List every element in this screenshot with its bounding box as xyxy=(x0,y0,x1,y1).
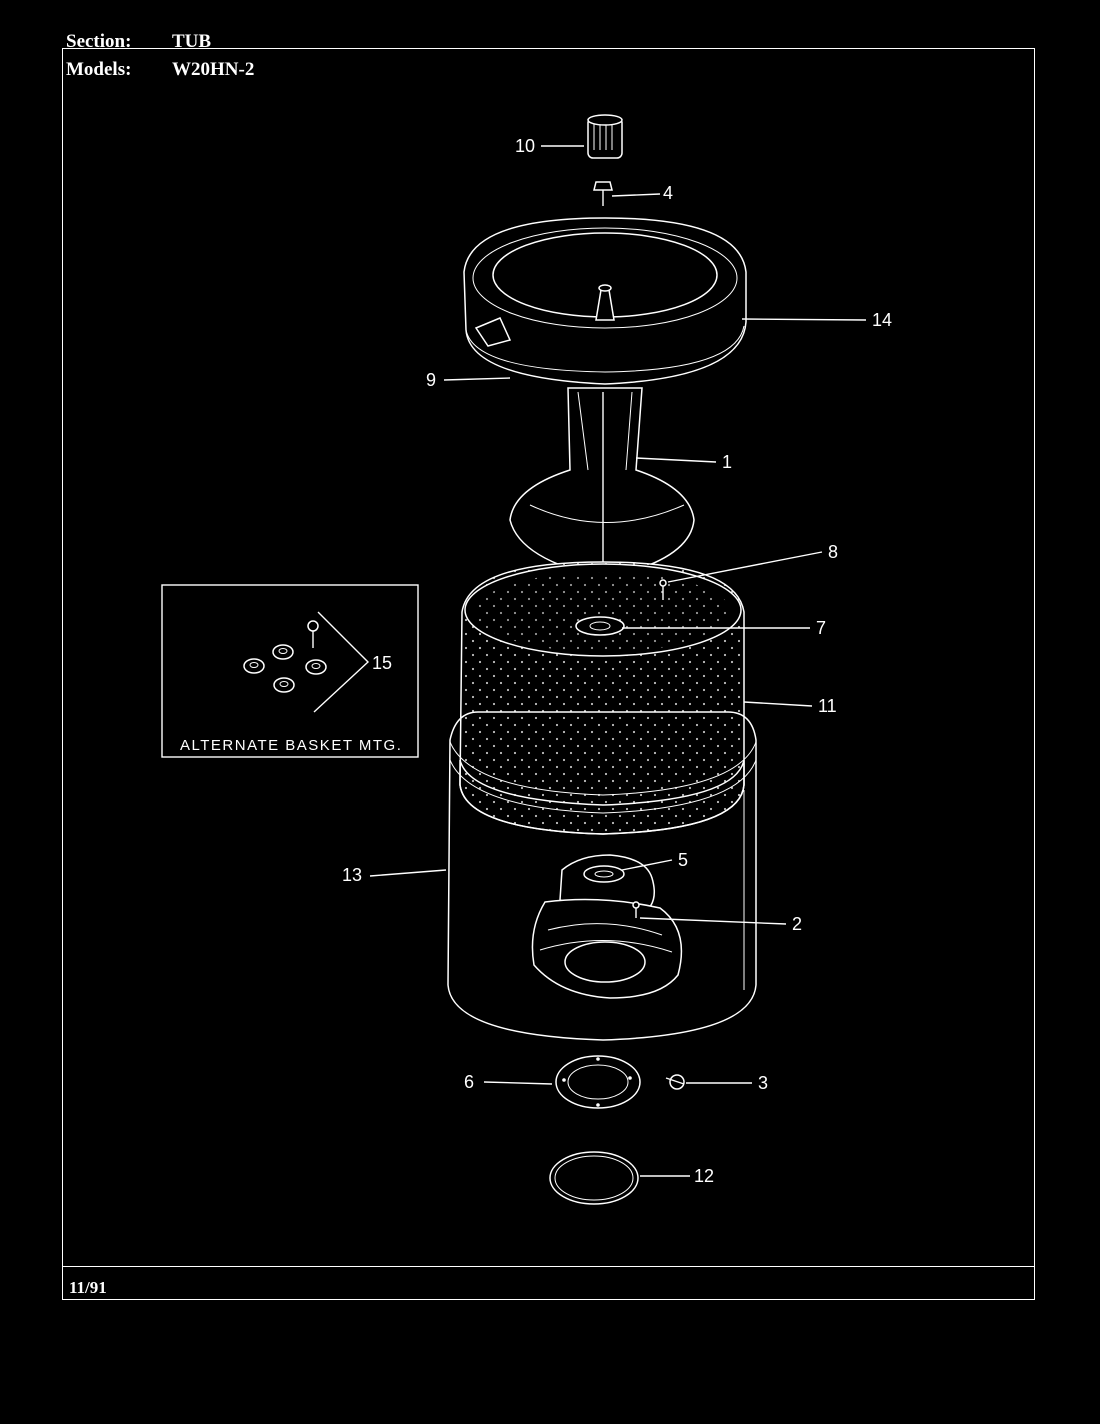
callout-5: 5 xyxy=(621,850,688,871)
callout-15: 15 xyxy=(372,653,392,673)
revision-date: 11/91 xyxy=(69,1278,107,1297)
part-11-basket xyxy=(459,561,745,835)
part-14-tub-ring xyxy=(463,217,747,385)
models-value: W20HN-2 xyxy=(172,59,255,80)
svg-text:3: 3 xyxy=(758,1073,768,1093)
svg-text:12: 12 xyxy=(694,1166,714,1186)
svg-text:9: 9 xyxy=(426,370,436,390)
svg-text:7: 7 xyxy=(816,618,826,638)
svg-text:14: 14 xyxy=(872,310,892,330)
callout-3: 3 xyxy=(686,1073,768,1093)
callout-12: 12 xyxy=(640,1166,714,1186)
svg-text:1: 1 xyxy=(722,452,732,472)
callout-1: 1 xyxy=(635,452,732,472)
footer-divider xyxy=(62,1266,1035,1267)
svg-text:8: 8 xyxy=(828,542,838,562)
part-12-o-ring xyxy=(549,1151,639,1205)
part-3-screw xyxy=(665,1074,685,1090)
part-4-screw xyxy=(593,181,613,206)
part-6-gasket xyxy=(555,1055,641,1109)
callout-14: 14 xyxy=(741,310,892,330)
part-10-cap xyxy=(587,114,623,159)
section-label: Section: xyxy=(66,31,132,52)
callout-4: 4 xyxy=(611,183,673,203)
inset-label: ALTERNATE BASKET MTG. xyxy=(180,737,402,754)
section-value: TUB xyxy=(172,31,212,52)
callout-8: 8 xyxy=(667,542,838,583)
callout-10: 10 xyxy=(515,136,584,156)
callout-7: 7 xyxy=(622,618,826,638)
part-13-outer-tub xyxy=(447,711,757,1041)
diagram-frame xyxy=(62,48,1035,1300)
callout-13: 13 xyxy=(342,865,447,885)
callout-2: 2 xyxy=(639,914,802,934)
svg-text:11: 11 xyxy=(818,696,837,716)
models-label: Models: xyxy=(66,59,132,80)
svg-text:5: 5 xyxy=(678,850,688,870)
svg-text:10: 10 xyxy=(515,136,535,156)
svg-text:2: 2 xyxy=(792,914,802,934)
svg-text:13: 13 xyxy=(342,865,362,885)
callout-9: 9 xyxy=(426,370,511,390)
svg-text:15: 15 xyxy=(372,653,392,673)
svg-text:4: 4 xyxy=(663,183,673,203)
callout-11: 11 xyxy=(743,696,837,716)
callout-6: 6 xyxy=(464,1072,553,1092)
part-2-bearing-support xyxy=(531,898,683,999)
svg-text:6: 6 xyxy=(464,1072,474,1092)
inset-alternate-basket-mtg: ALTERNATE BASKET MTG. xyxy=(161,584,419,758)
